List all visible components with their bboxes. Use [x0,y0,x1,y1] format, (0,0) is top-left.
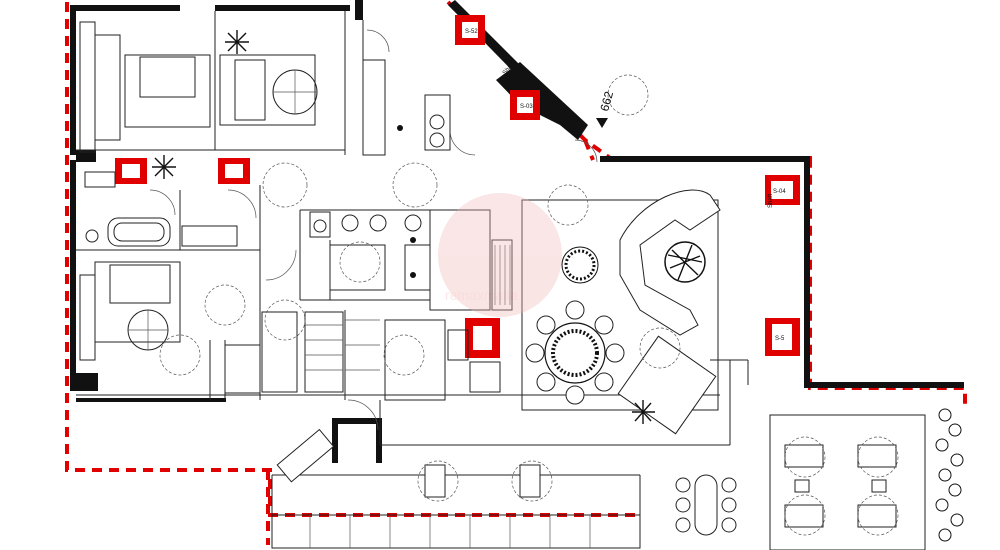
service-shafts: S-52 S-03 S-04 S-5 [115,15,800,358]
shaft-label: S-52 [465,29,478,35]
level-marker: 662 [596,89,616,128]
furniture [79,21,964,550]
shaft-label: S-04 [773,189,786,195]
terrace-deck [271,514,641,549]
watermark-text: remaxmalta [445,287,518,303]
level-value: 662 [597,89,616,112]
turning-circles [159,74,899,536]
shaft-note: Shaft [768,194,774,208]
shaft-label: S-5 [775,336,785,342]
shaft-label: S-03 [520,104,533,110]
watermark-logo: remaxmalta [438,193,562,317]
